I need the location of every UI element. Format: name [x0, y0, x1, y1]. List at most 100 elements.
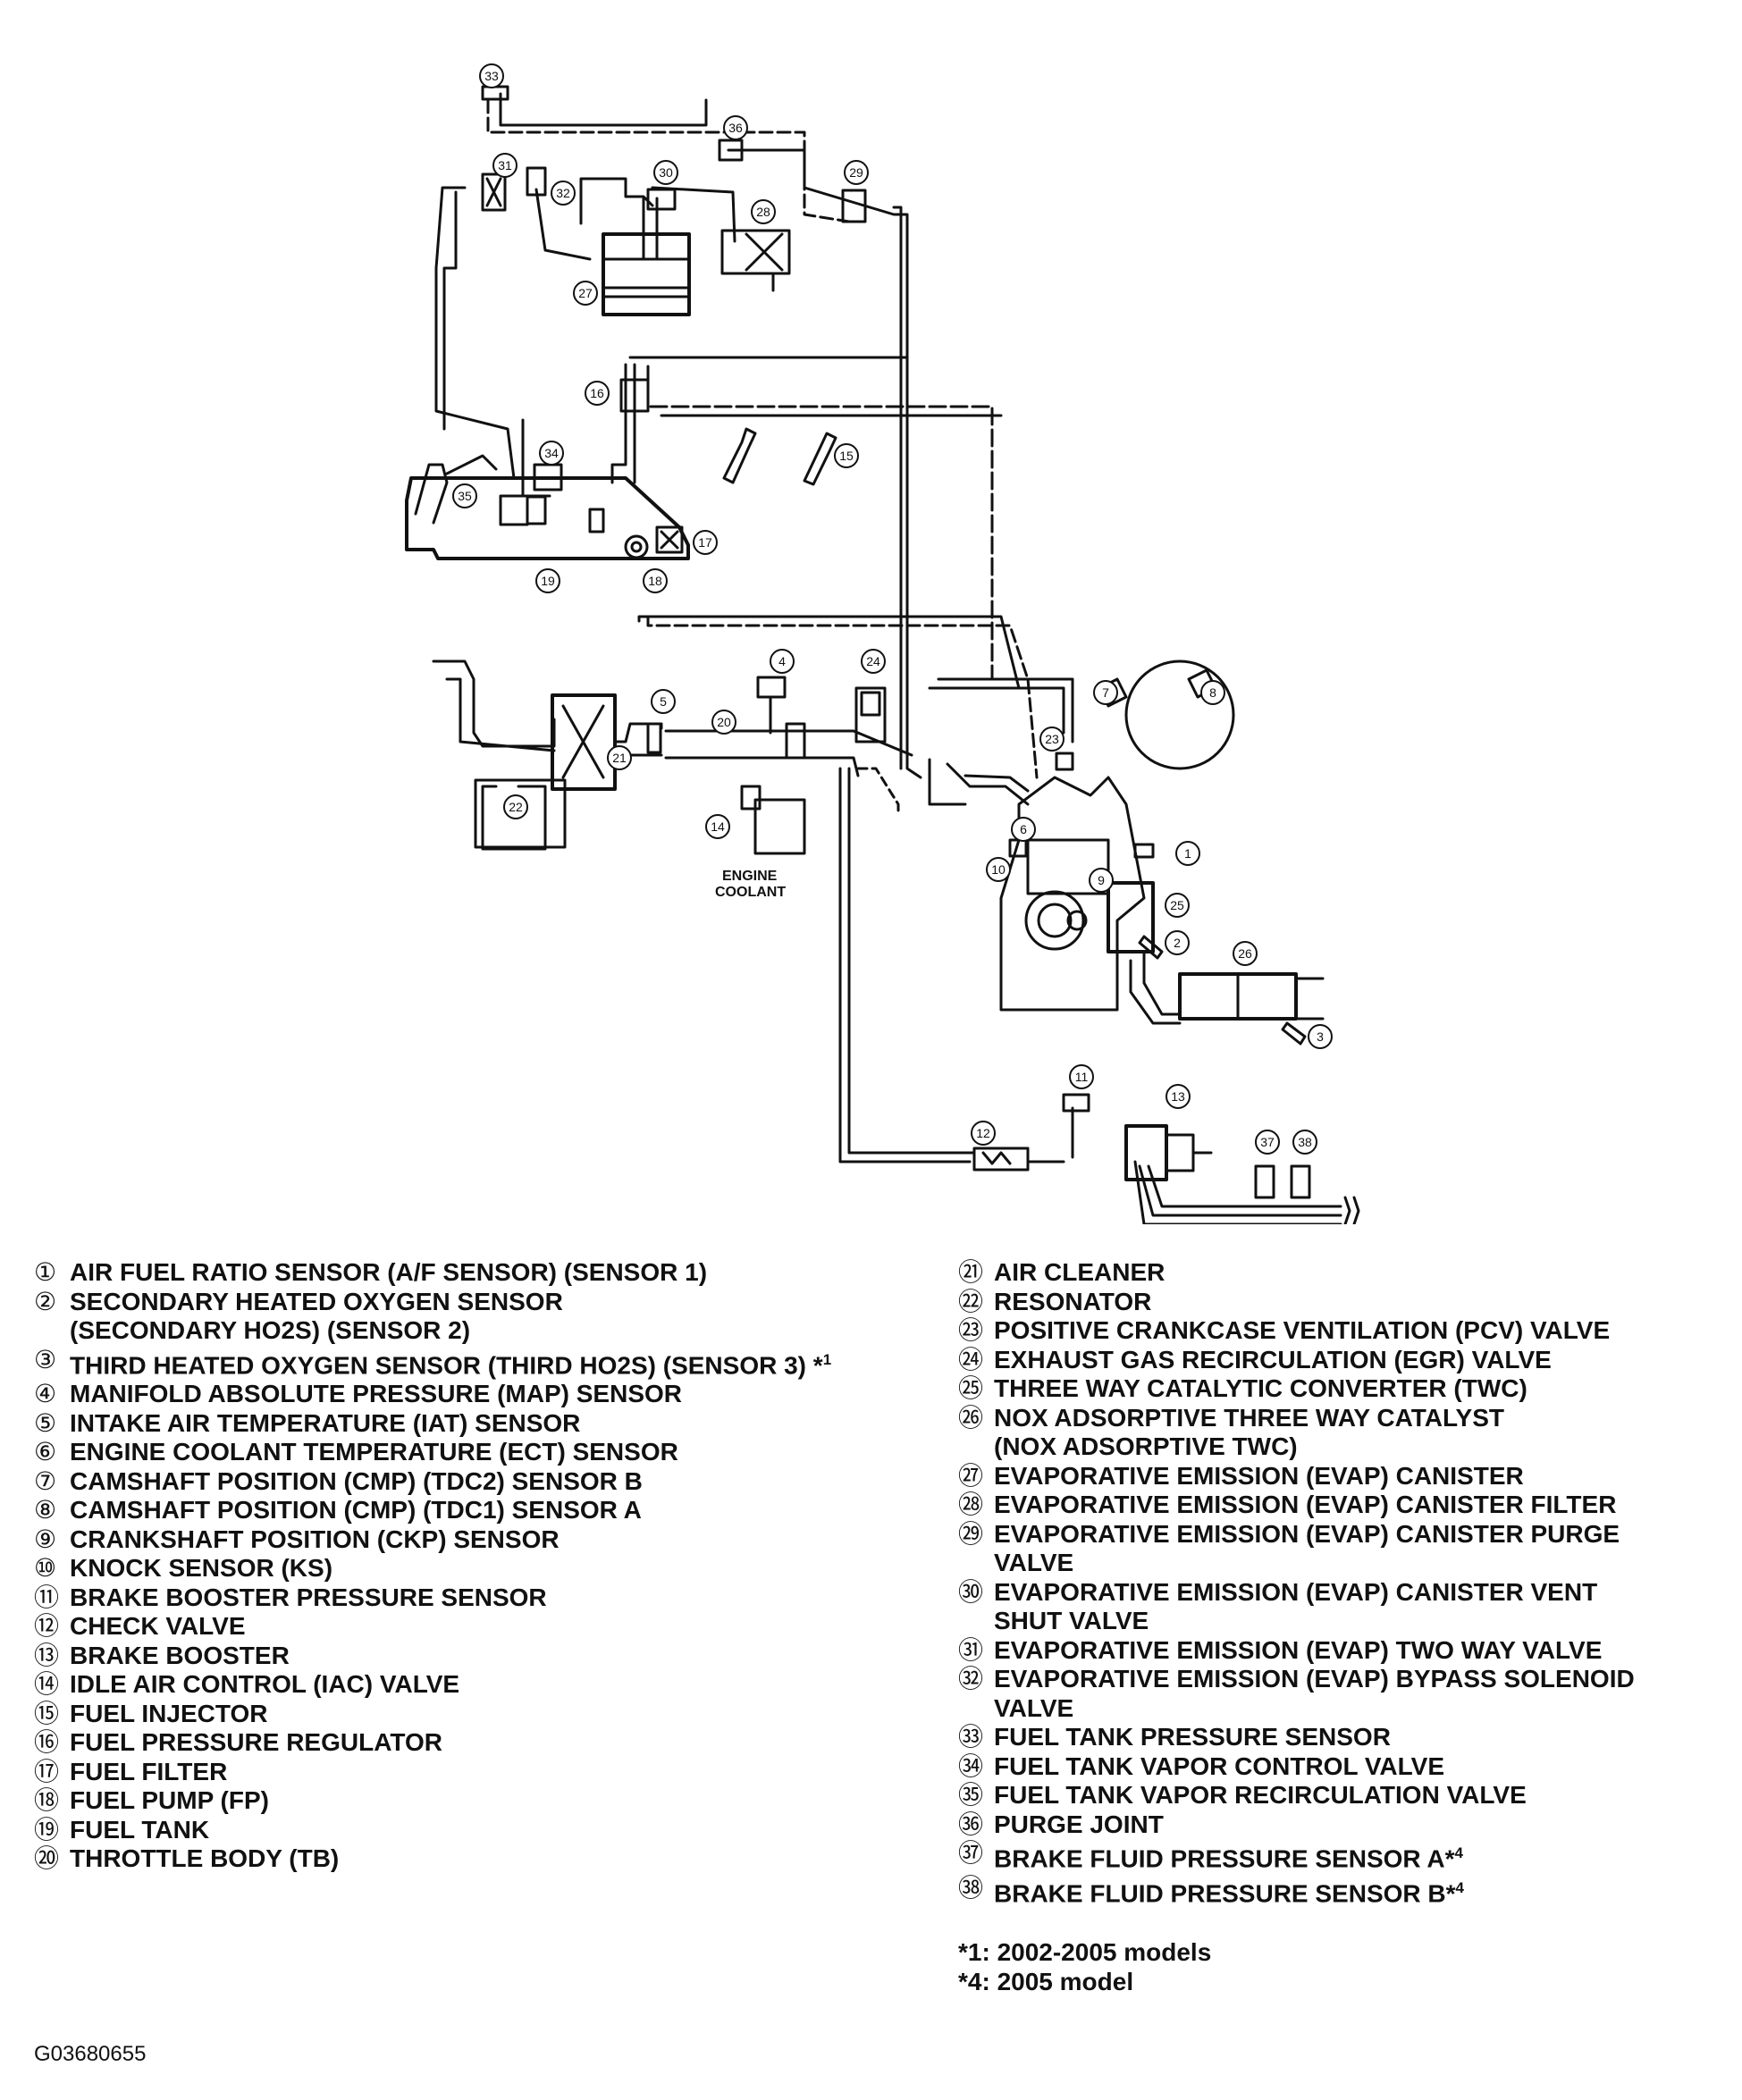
legend-item: ⑪ BRAKE BOOSTER PRESSURE SENSOR [34, 1583, 831, 1613]
legend-item-label: FUEL PUMP (FP) [70, 1786, 269, 1816]
legend-item-text: MANIFOLD ABSOLUTE PRESSURE (MAP) SENSOR [70, 1380, 682, 1408]
callout-14: 14 [705, 814, 730, 839]
legend-item-text: EVAPORATIVE EMISSION (EVAP) TWO WAY VALV… [994, 1635, 1603, 1664]
legend-item-label: AIR FUEL RATIO SENSOR (A/F SENSOR) (SENS… [70, 1258, 707, 1288]
callout-number: 28 [756, 205, 770, 219]
legend-item-number: ㉜ [958, 1665, 984, 1693]
callout-circle [986, 857, 1011, 882]
callout-number: 33 [484, 69, 499, 83]
callout-number: 7 [1102, 685, 1109, 700]
legend-item-text: CRANKSHAFT POSITION (CKP) SENSOR [70, 1525, 560, 1553]
legend-item-number: ⑥ [34, 1438, 57, 1466]
footnote: *4: 2005 model [958, 1968, 1134, 1995]
legend-item-number: ㉔ [958, 1345, 984, 1373]
callout-10: 10 [986, 857, 1011, 882]
legend-item-label: PURGE JOINT [994, 1810, 1164, 1840]
callout-circle [1255, 1130, 1280, 1155]
callout-circle [539, 441, 564, 466]
legend-item-text: CAMSHAFT POSITION (CMP) (TDC2) SENSOR B [70, 1466, 643, 1495]
callout-number: 11 [1075, 1070, 1089, 1084]
legend-item-text: SECONDARY HEATED OXYGEN SENSOR (SECONDAR… [70, 1287, 563, 1345]
callout-circle [1292, 1130, 1317, 1155]
callout-number: 20 [717, 715, 731, 729]
callout-number: 38 [1298, 1135, 1312, 1149]
callout-number: 24 [866, 654, 880, 668]
callout-circle [834, 443, 859, 468]
legend-item-text: FUEL PUMP (FP) [70, 1786, 269, 1815]
legend-item-label: MANIFOLD ABSOLUTE PRESSURE (MAP) SENSOR [70, 1380, 682, 1409]
callout-33: 33 [479, 63, 504, 88]
callout-23: 23 [1039, 727, 1065, 752]
callout-34: 34 [539, 441, 564, 466]
legend-item-label: CRANKSHAFT POSITION (CKP) SENSOR [70, 1525, 560, 1555]
legend-item-label: EVAPORATIVE EMISSION (EVAP) TWO WAY VALV… [994, 1636, 1602, 1666]
legend-item-number: ㉒ [958, 1287, 984, 1315]
legend-item-text: CHECK VALVE [70, 1612, 246, 1641]
legend-item-number: ㉖ [958, 1403, 984, 1432]
legend-item-text: BRAKE BOOSTER PRESSURE SENSOR [70, 1583, 547, 1611]
callout-number: 10 [991, 862, 1006, 877]
callout-38: 38 [1292, 1130, 1317, 1155]
legend-item-text: BRAKE FLUID PRESSURE SENSOR B* [994, 1879, 1456, 1908]
callout-12: 12 [971, 1121, 996, 1146]
callout-36: 36 [723, 115, 748, 140]
callout-circle [1093, 680, 1118, 705]
callout-28: 28 [751, 199, 776, 224]
callout-number: 5 [660, 694, 667, 709]
legend-item-label: NOX ADSORPTIVE THREE WAY CATALYST (NOX A… [994, 1404, 1504, 1462]
legend-item-text: ENGINE COOLANT TEMPERATURE (ECT) SENSOR [70, 1438, 678, 1466]
callout-7: 7 [1093, 680, 1118, 705]
legend-item-number: ㉚ [958, 1577, 984, 1606]
legend-item-number: ⑲ [34, 1815, 60, 1844]
callout-30: 30 [653, 160, 678, 185]
legend-item-label: FUEL INJECTOR [70, 1700, 267, 1729]
legend-item-text: BRAKE FLUID PRESSURE SENSOR A* [994, 1844, 1455, 1873]
callout-4: 4 [770, 649, 795, 674]
legend-item-label: SECONDARY HEATED OXYGEN SENSOR (SECONDAR… [70, 1288, 563, 1346]
legend-item-number: ㊳ [958, 1873, 984, 1902]
legend-item: ㊳ BRAKE FLUID PRESSURE SENSOR B*4 [958, 1874, 1635, 1909]
callout-3: 3 [1308, 1024, 1333, 1049]
legend-item-label: IDLE AIR CONTROL (IAC) VALVE [70, 1670, 459, 1700]
legend-item-text: FUEL INJECTOR [70, 1699, 268, 1727]
legend-item: ㉖ NOX ADSORPTIVE THREE WAY CATALYST (NOX … [958, 1404, 1635, 1462]
legend-item-number: ㉙ [958, 1519, 984, 1548]
callout-22: 22 [503, 794, 528, 819]
callout-15: 15 [834, 443, 859, 468]
callout-number: 32 [556, 186, 570, 200]
callout-13: 13 [1166, 1084, 1191, 1109]
callout-16: 16 [585, 381, 610, 406]
legend-item-text: EXHAUST GAS RECIRCULATION (EGR) VALVE [994, 1345, 1552, 1373]
legend-item-text: AIR CLEANER [994, 1258, 1166, 1286]
figure-code: G03680655 [34, 2042, 147, 2066]
callout-11: 11 [1069, 1064, 1094, 1089]
callout-number: 3 [1317, 1029, 1324, 1044]
callout-circle [585, 381, 610, 406]
callout-circle [1200, 680, 1225, 705]
legend-item-label: BRAKE BOOSTER PRESSURE SENSOR [70, 1583, 547, 1613]
legend-item-label: BRAKE FLUID PRESSURE SENSOR B*4 [994, 1874, 1464, 1909]
legend-item-label: RESONATOR [994, 1288, 1151, 1317]
legend-item-label: FUEL FILTER [70, 1758, 227, 1787]
callout-circle [573, 281, 598, 306]
legend-item-number: ⑪ [34, 1583, 60, 1611]
legend-item-label: FUEL TANK PRESSURE SENSOR [994, 1723, 1391, 1752]
callout-37: 37 [1255, 1130, 1280, 1155]
callout-number: 12 [976, 1126, 990, 1140]
